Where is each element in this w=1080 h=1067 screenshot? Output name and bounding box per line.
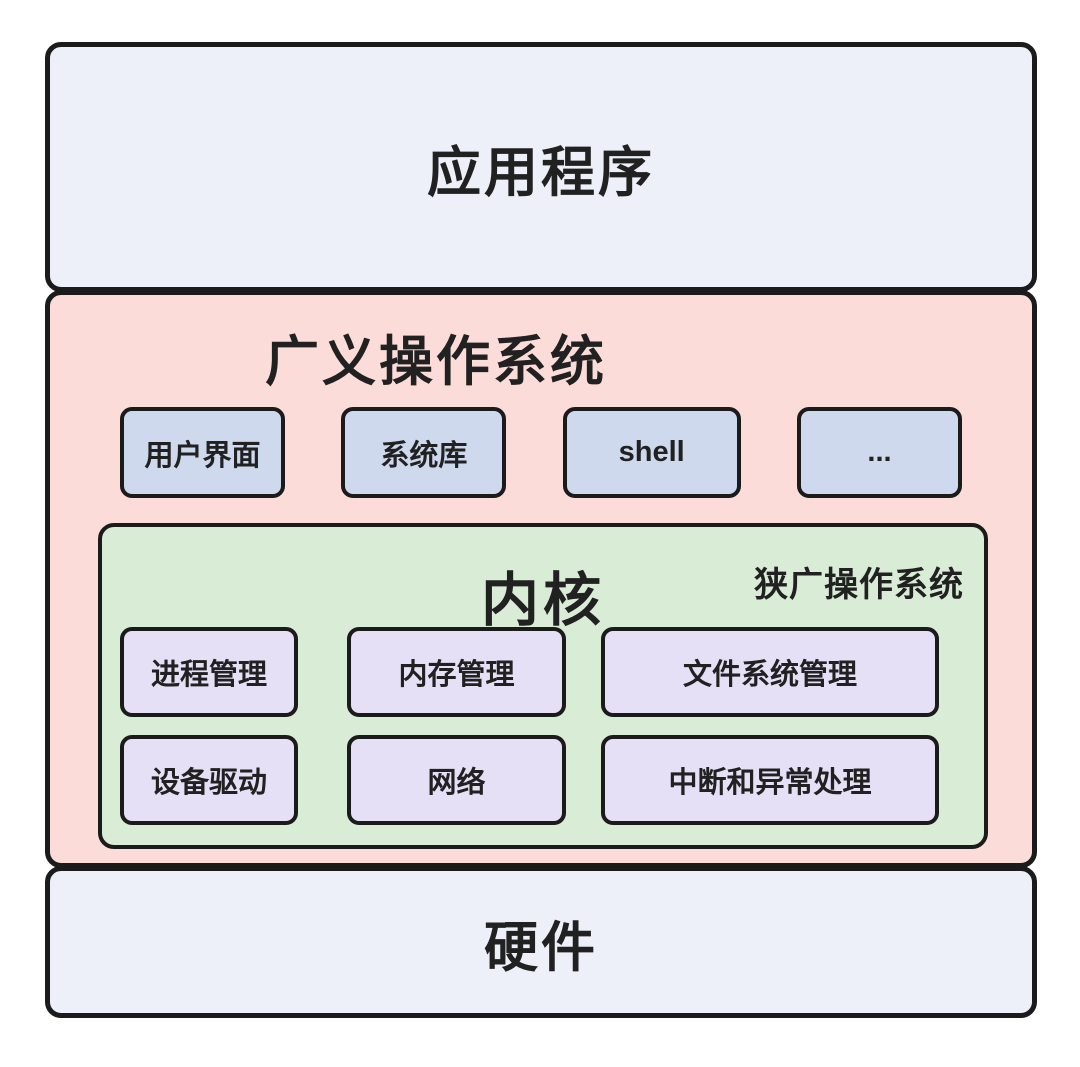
process-management-label: 进程管理 xyxy=(150,659,267,691)
interrupt-exception-handling-label: 中断和异常处理 xyxy=(668,767,872,799)
box-shell: shell xyxy=(562,407,741,498)
narrow-os-annotation: 狭广操作系统 xyxy=(754,566,964,604)
box-system-library: 系统库 xyxy=(341,407,507,498)
system-library-label: 系统库 xyxy=(380,439,468,472)
memory-management-label: 内存管理 xyxy=(398,659,515,691)
application-layer-box: 应用程序 xyxy=(45,42,1037,292)
broad-os-layer-label: 广义操作系统 xyxy=(265,332,607,392)
user-interface-label: 用户界面 xyxy=(144,439,261,472)
device-drivers-label: 设备驱动 xyxy=(150,767,267,799)
kernel-label: 内核 xyxy=(480,568,605,633)
hardware-layer-label: 硬件 xyxy=(484,917,598,978)
broad-os-layer-box: 广义操作系统 用户界面 系统库 shell ... 内核 狭广操作系统 进程管理… xyxy=(45,290,1037,868)
file-system-management-label: 文件系统管理 xyxy=(682,659,857,691)
box-memory-management: 内存管理 xyxy=(347,627,566,717)
box-ellipsis: ... xyxy=(796,407,962,498)
box-process-management: 进程管理 xyxy=(120,627,298,717)
box-device-drivers: 设备驱动 xyxy=(120,735,298,825)
box-file-system-management: 文件系统管理 xyxy=(601,627,939,717)
box-user-interface: 用户界面 xyxy=(120,407,285,498)
ellipsis-label: ... xyxy=(867,436,892,468)
shell-label: shell xyxy=(618,436,685,468)
hardware-layer-box: 硬件 xyxy=(45,866,1037,1018)
kernel-box: 内核 狭广操作系统 进程管理 内存管理 文件系统管理 设备驱动 网络 中断和异常… xyxy=(98,523,988,849)
box-interrupt-exception-handling: 中断和异常处理 xyxy=(601,735,939,825)
box-network: 网络 xyxy=(347,735,566,825)
network-label: 网络 xyxy=(427,767,486,799)
application-layer-label: 应用程序 xyxy=(427,142,655,203)
os-components-row: 用户界面 系统库 shell ... xyxy=(50,407,1032,498)
